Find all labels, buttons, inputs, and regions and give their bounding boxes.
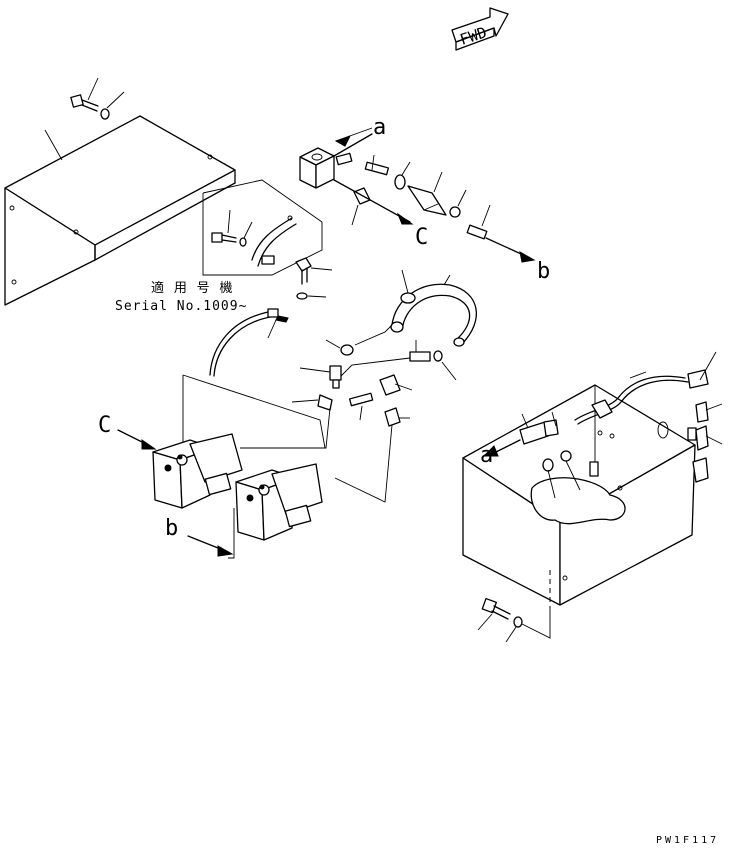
bolt-washer-bottom	[477, 597, 551, 643]
tank-fittings: a	[480, 351, 723, 499]
hose-lines	[182, 324, 411, 559]
arrow-b: b	[165, 516, 234, 557]
thin-tube	[209, 308, 289, 377]
serial-note-line1: 適 用 号 機	[151, 281, 234, 296]
manifold-block	[299, 127, 414, 226]
left-bracket-plate	[4, 115, 236, 306]
serial-inset	[202, 179, 323, 276]
label-b-left: b	[165, 516, 178, 541]
curved-hose	[390, 269, 478, 347]
label-c-top: C	[415, 225, 428, 250]
arrow-c: C	[98, 413, 157, 450]
pump-unit-2	[235, 463, 323, 541]
label-a-right: a	[480, 443, 493, 468]
label-a-top: a	[373, 115, 386, 140]
tank-box	[462, 384, 697, 608]
bolt-washer-mid	[295, 257, 333, 300]
fittings-middle	[291, 339, 457, 427]
label-b-top: b	[537, 259, 550, 284]
serial-note-line2: Serial No.1009~	[115, 299, 248, 314]
label-c-left: C	[98, 413, 111, 438]
serial-note: 適 用 号 機 Serial No.1009~	[115, 280, 247, 316]
drawing-code: PW1F117	[656, 835, 720, 846]
hose-fittings-right	[394, 161, 536, 263]
bolt-washer-topleft	[70, 77, 125, 120]
fwd-arrow: FWD	[451, 7, 509, 51]
pump-unit-1	[152, 433, 243, 509]
